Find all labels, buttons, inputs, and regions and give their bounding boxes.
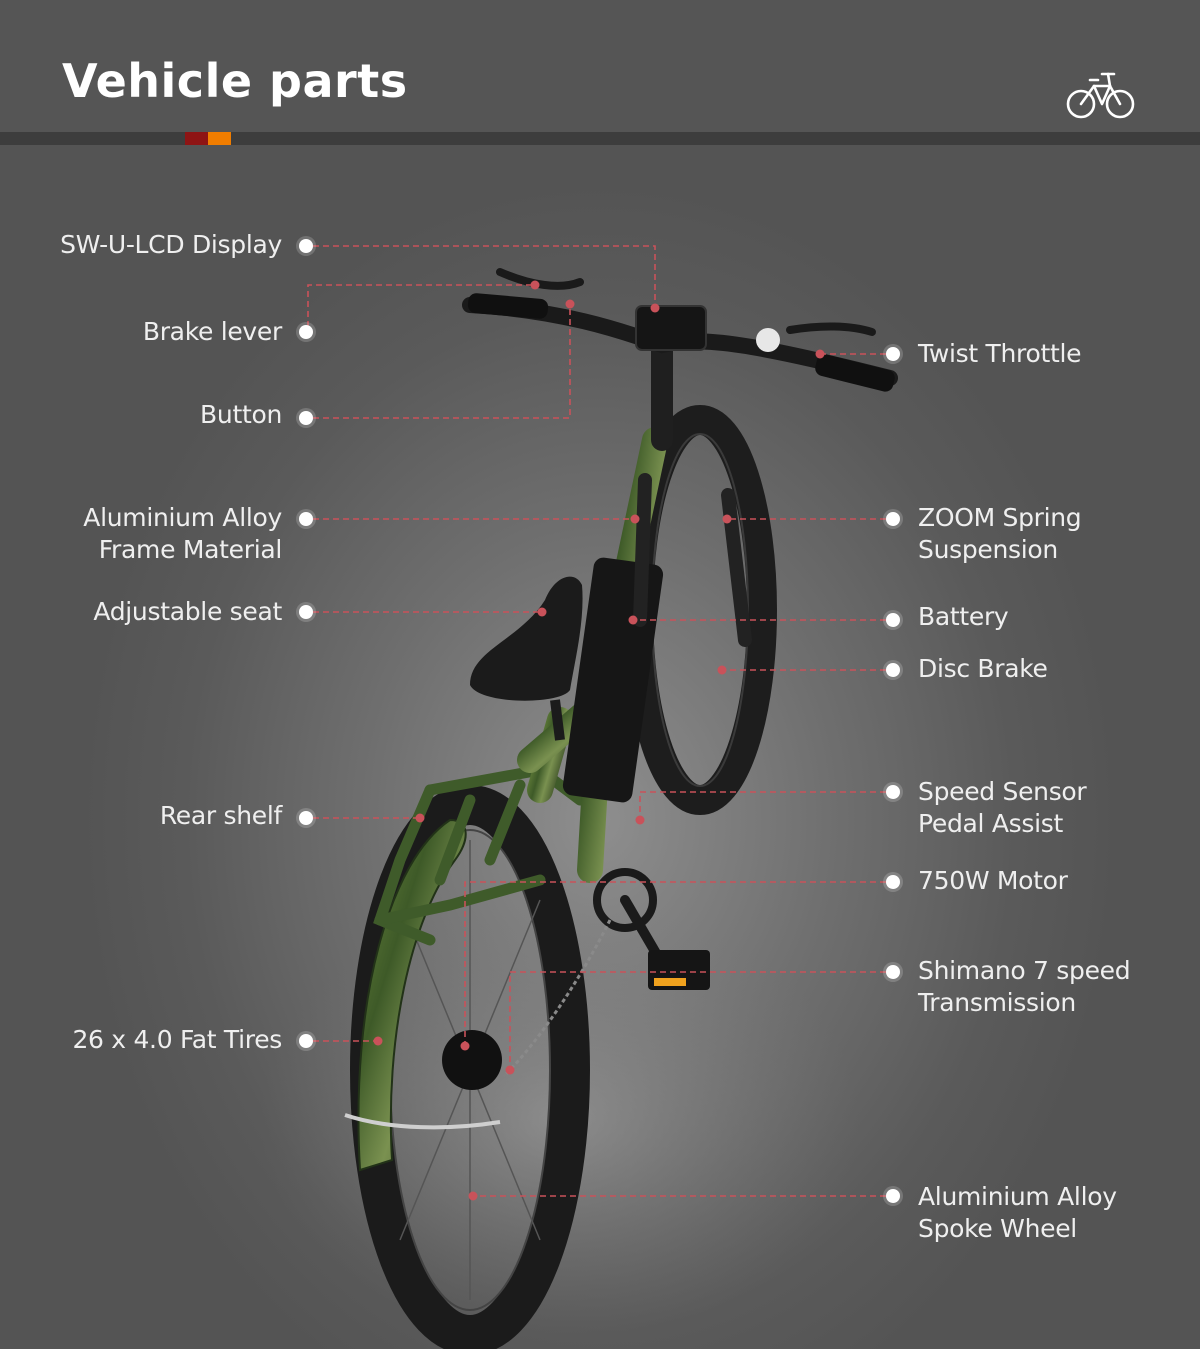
lcd-display xyxy=(635,305,707,351)
callout-marker-battery xyxy=(628,615,638,625)
label-lcd-display: SW-U-LCD Display xyxy=(60,230,282,259)
label-battery: Battery xyxy=(918,602,1009,631)
label-twist-throttle: Twist Throttle xyxy=(918,339,1082,368)
callout-marker-tires xyxy=(373,1036,383,1046)
label-adjustable-seat: Adjustable seat xyxy=(93,597,282,626)
callout-marker-rear-shelf xyxy=(415,813,425,823)
callout-marker-suspension xyxy=(722,514,732,524)
callout-marker-transmission xyxy=(505,1065,515,1075)
dot-disc-brake xyxy=(886,663,900,677)
brake-lever-right xyxy=(786,322,876,336)
callout-marker-disc-brake xyxy=(717,665,727,675)
hub-motor xyxy=(442,1030,502,1090)
label-spoke-wheel: Aluminium Alloy Spoke Wheel xyxy=(918,1182,1117,1243)
callout-marker-brake-lever xyxy=(530,280,540,290)
dot-spoke-wheel xyxy=(886,1189,900,1203)
chain xyxy=(503,919,612,1077)
dot-motor xyxy=(886,875,900,889)
callout-marker-display xyxy=(650,303,660,313)
dot-battery xyxy=(886,613,900,627)
dot-brake-lever xyxy=(299,325,313,339)
callout-line-button xyxy=(313,304,571,419)
dot-adjustable-seat xyxy=(299,605,313,619)
header-bar xyxy=(0,0,1200,132)
callout-line-display xyxy=(313,245,656,308)
dot-twist-throttle xyxy=(886,347,900,361)
accent-red-block xyxy=(185,132,208,145)
label-motor: 750W Motor xyxy=(918,866,1068,895)
chainring xyxy=(593,868,657,932)
dot-fat-tires xyxy=(299,1034,313,1048)
label-fat-tires: 26 x 4.0 Fat Tires xyxy=(72,1025,282,1054)
callout-marker-frame xyxy=(630,514,640,524)
callout-line-motor xyxy=(464,881,886,1046)
label-rear-shelf: Rear shelf xyxy=(159,801,282,830)
label-brake-lever: Brake lever xyxy=(142,317,282,346)
bell xyxy=(756,328,780,352)
dot-button xyxy=(299,411,313,425)
label-frame-material: Aluminium Alloy Frame Material xyxy=(83,503,282,564)
bicycle-icon xyxy=(1066,72,1135,119)
dot-speed-sensor xyxy=(886,785,900,799)
header-divider xyxy=(0,132,1200,145)
callout-marker-speed-sensor xyxy=(635,815,645,825)
callout-marker-seat xyxy=(537,607,547,617)
label-speed-sensor: Speed Sensor Pedal Assist xyxy=(918,777,1087,838)
callout-line-speed-sensor xyxy=(639,791,886,820)
callout-marker-motor xyxy=(460,1041,470,1051)
label-disc-brake: Disc Brake xyxy=(918,654,1048,683)
callout-marker-button xyxy=(565,299,575,309)
callout-marker-spoke-wheel xyxy=(468,1191,478,1201)
dot-frame-material xyxy=(299,512,313,526)
dot-lcd-display xyxy=(299,239,313,253)
dot-transmission xyxy=(886,965,900,979)
label-suspension: ZOOM Spring Suspension xyxy=(918,503,1082,564)
saddle xyxy=(470,576,583,701)
callout-marker-throttle xyxy=(815,349,825,359)
label-transmission: Shimano 7 speed Transmission xyxy=(918,956,1131,1017)
page-title: Vehicle parts xyxy=(62,54,408,108)
brake-lever-left xyxy=(496,268,584,290)
dot-suspension xyxy=(886,512,900,526)
label-button: Button xyxy=(200,400,282,429)
handlebar-grip-left xyxy=(467,293,549,319)
callout-line-transmission xyxy=(509,971,886,1070)
callout-line-brake-lever xyxy=(307,284,535,333)
accent-orange-block xyxy=(208,132,231,145)
rear-fender xyxy=(357,818,467,1172)
dot-rear-shelf xyxy=(299,811,313,825)
handlebar-grip-right xyxy=(815,354,895,392)
